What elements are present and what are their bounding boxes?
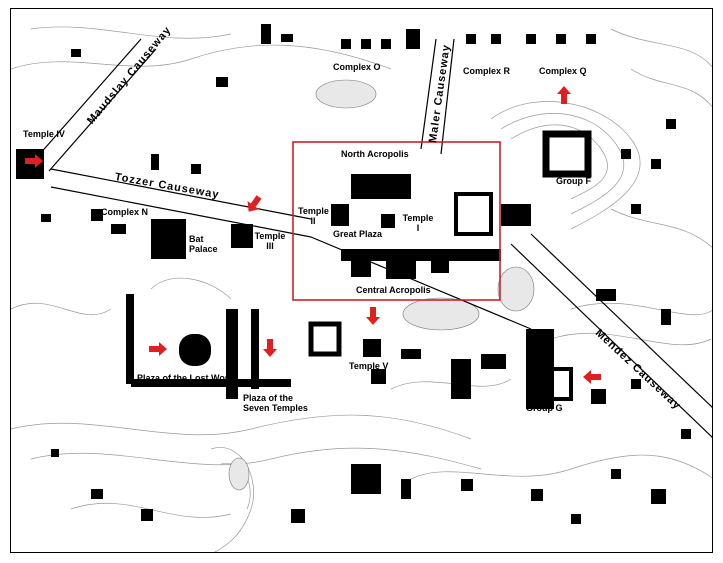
label-temple-ii-line1: Temple (298, 206, 329, 216)
label-complex-q: Complex Q (539, 66, 587, 76)
label-bat-palace: Bat Palace (189, 234, 218, 254)
label-group-g: Group G (526, 403, 563, 413)
label-temple-ii-line2: II (310, 216, 316, 226)
label-complex-r: Complex R (463, 66, 511, 76)
arrow-lost-world (149, 342, 167, 356)
highlight-box (292, 141, 501, 301)
label-temple-iii-line1: Temple (254, 231, 286, 241)
arrow-complex-q (557, 86, 571, 104)
label-temple-ii: Temple II (298, 206, 329, 226)
label-temple-v: Temple V (349, 361, 389, 371)
label-plaza-seven-temples: Plaza of the Seven Temples (243, 393, 308, 413)
label-central-acropolis: Central Acropolis (356, 285, 431, 295)
label-bat-palace-line1: Bat (189, 234, 204, 244)
arrow-temple-iv (25, 154, 43, 168)
label-temple-iii-line2: III (266, 241, 274, 251)
label-plaza-seven-line1: Plaza of the (243, 393, 294, 403)
label-complex-n: Complex N (101, 207, 149, 217)
reservoirs (228, 79, 535, 491)
label-bat-palace-line2: Palace (189, 244, 218, 254)
label-group-f: Group F (556, 176, 591, 186)
label-temple-i-line2: I (416, 223, 420, 233)
label-great-plaza: Great Plaza (333, 229, 383, 239)
arrow-seven-temples (263, 339, 277, 357)
arrow-temple-iii (247, 195, 262, 212)
label-temple-iii: Temple III (253, 231, 287, 251)
label-temple-i-line1: Temple (402, 213, 434, 223)
label-temple-iv: Temple IV (23, 129, 65, 139)
structures (16, 24, 691, 524)
arrow-group-g (583, 370, 601, 384)
label-complex-o: Complex O (333, 62, 381, 72)
arrow-temple-v (366, 307, 380, 325)
label-north-acropolis: North Acropolis (341, 149, 409, 159)
causeways (30, 38, 712, 438)
arrows (25, 86, 601, 384)
label-temple-i: Temple I (401, 213, 435, 233)
map-frame: Temple IV Complex O Complex R Complex Q … (10, 8, 713, 553)
label-plaza-lost-world: Plaza of the Lost World (137, 373, 237, 383)
label-plaza-seven-line2: Seven Temples (243, 403, 308, 413)
map-canvas (11, 24, 712, 552)
